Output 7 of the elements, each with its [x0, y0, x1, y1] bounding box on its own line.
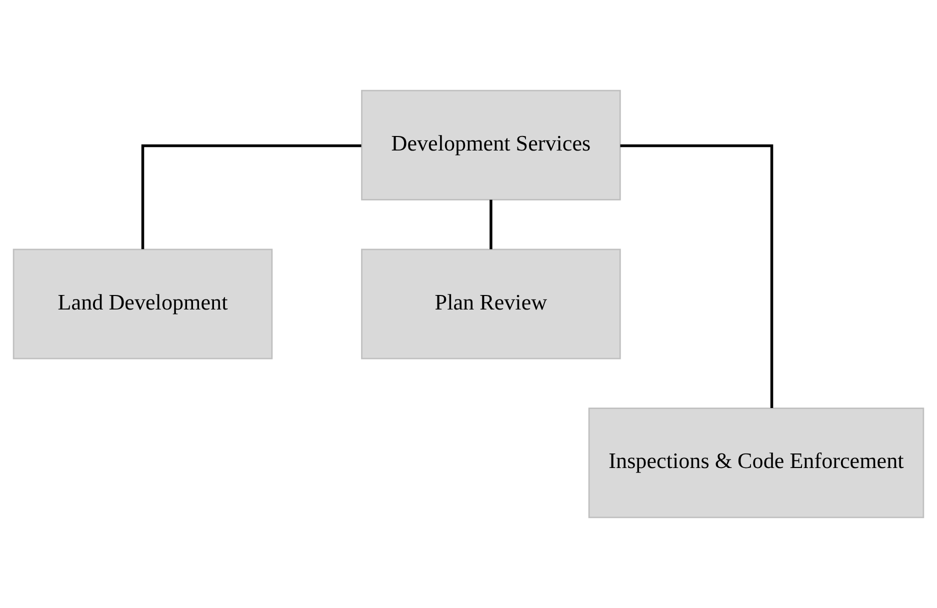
connector	[620, 144, 774, 408]
node-box: Plan Review	[361, 248, 621, 360]
node-box: Inspections & Code Enforcement	[588, 408, 924, 518]
connector	[490, 200, 492, 250]
connector	[141, 144, 362, 250]
node-box: Development Services	[361, 90, 621, 200]
node-box: Land Development	[12, 248, 273, 360]
